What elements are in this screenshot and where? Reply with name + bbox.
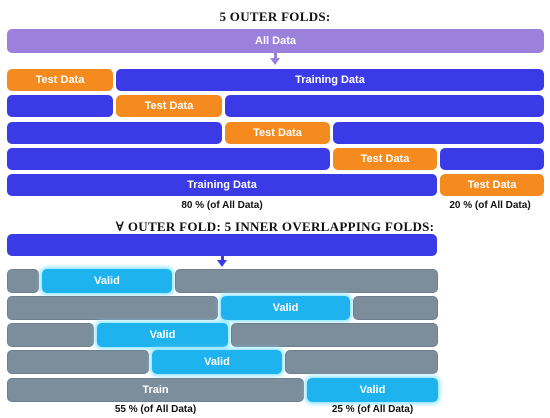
test-data-label: Test Data xyxy=(35,74,85,86)
inner-fold-2-train-right xyxy=(353,296,438,320)
training-data-label: Training Data xyxy=(187,179,257,191)
outer-fold-5-test: Test Data xyxy=(440,174,544,196)
outer-arrow-stem xyxy=(274,53,277,59)
inner-fold-5-valid: Valid xyxy=(307,378,438,402)
all-data-label: All Data xyxy=(255,35,296,47)
valid-label: Valid xyxy=(94,275,120,287)
valid-label: Valid xyxy=(204,356,230,368)
inner-fold-2-train-left xyxy=(7,296,218,320)
inner-down-arrow-icon xyxy=(217,260,227,267)
outer-fold-3-test: Test Data xyxy=(225,122,330,144)
test-data-label: Test Data xyxy=(467,179,517,191)
outer-fold-3-training-left xyxy=(7,122,222,144)
valid-label: Valid xyxy=(272,302,299,314)
test-data-label: Test Data xyxy=(360,153,410,165)
inner-fold-3-train-left xyxy=(7,323,94,347)
test-data-label: Test Data xyxy=(144,100,194,112)
pct-valid-label: 25 % (of All Data) xyxy=(331,404,414,415)
test-data-label: Test Data xyxy=(253,127,302,139)
outer-fold-2-training-right xyxy=(225,95,544,117)
inner-fold-4-train-right xyxy=(285,350,438,374)
inner-fold-5-train: Train xyxy=(7,378,304,402)
inner-fold-1-valid: Valid xyxy=(42,269,172,293)
outer-fold-1-test: Test Data xyxy=(7,69,113,91)
outer-fold-2-test: Test Data xyxy=(116,95,222,117)
outer-training-bar xyxy=(7,234,437,256)
outer-down-arrow-icon xyxy=(270,58,280,65)
outer-fold-4-training-right xyxy=(440,148,544,170)
outer-fold-1-training: Training Data xyxy=(116,69,544,91)
valid-label: Valid xyxy=(359,384,386,396)
inner-fold-4-valid: Valid xyxy=(152,350,282,374)
outer-fold-5-training: Training Data xyxy=(7,174,437,196)
inner-arrow-stem xyxy=(221,256,224,261)
outer-fold-4-test: Test Data xyxy=(333,148,437,170)
inner-fold-4-train-left xyxy=(7,350,149,374)
inner-fold-2-valid: Valid xyxy=(221,296,350,320)
training-data-label: Training Data xyxy=(295,74,365,86)
pct-training-label: 80 % (of All Data) xyxy=(181,200,263,211)
valid-label: Valid xyxy=(149,329,176,341)
train-label: Train xyxy=(142,384,169,396)
inner-fold-3-train-right xyxy=(231,323,438,347)
inner-fold-1-train-left xyxy=(7,269,39,293)
inner-fold-3-valid: Valid xyxy=(97,323,228,347)
inner-folds-title: ∀ OUTER FOLD: 5 INNER OVERLAPPING FOLDS: xyxy=(115,219,435,234)
outer-fold-4-training-left xyxy=(7,148,330,170)
pct-test-label: 20 % (of All Data) xyxy=(449,200,531,211)
outer-fold-3-training-right xyxy=(333,122,544,144)
inner-fold-1-train-right xyxy=(175,269,438,293)
outer-fold-2-training-left xyxy=(7,95,113,117)
outer-folds-title: 5 OUTER FOLDS: xyxy=(219,9,331,24)
all-data-bar: All Data xyxy=(7,29,544,53)
pct-train-label: 55 % (of All Data) xyxy=(114,404,197,415)
